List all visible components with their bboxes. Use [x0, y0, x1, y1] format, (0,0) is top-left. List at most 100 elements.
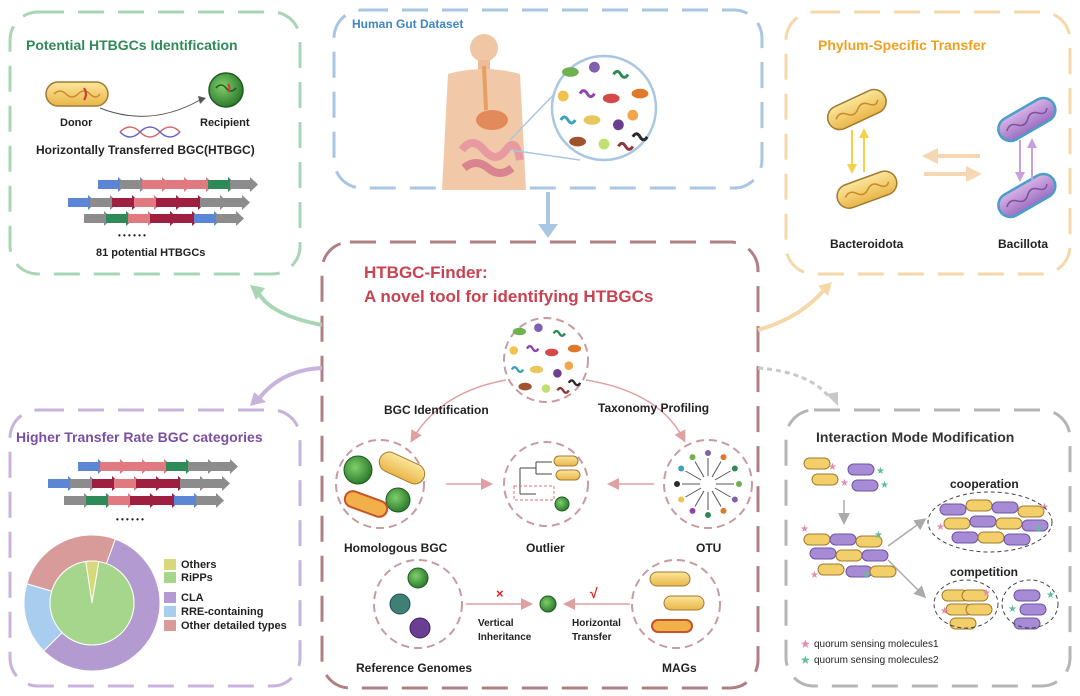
mags-bacteria: [649, 571, 705, 633]
legend-label: RRE-containing: [181, 606, 264, 618]
bacterium-purple: [809, 547, 837, 560]
microbe: [564, 361, 574, 370]
quorum-star-icon: ★: [862, 570, 871, 581]
microbe: [613, 119, 624, 131]
otu-leaf: [731, 465, 738, 472]
arrow-finder-to-categories: [256, 366, 323, 402]
gene-arrow: [186, 177, 214, 192]
outlier-highlight: [513, 485, 555, 501]
donor-label: Donor: [60, 117, 93, 129]
gene-arrow: [178, 195, 206, 210]
gene-arrow: [68, 195, 96, 210]
gene-arrow: [156, 195, 184, 210]
tree-branch: [685, 487, 702, 498]
bacterium-yellow: [803, 533, 831, 546]
horizontal-check-mark: √: [590, 585, 598, 601]
interaction-illustration: ★★★★★★★★★★★★★★★: [800, 457, 1055, 630]
horizontal-transfer-line1: Horizontal: [572, 618, 621, 629]
bacterium-purple: [951, 531, 979, 544]
gene-arrow: [230, 177, 258, 192]
gene-cluster-rows: [68, 177, 258, 226]
microbe: [617, 141, 635, 151]
gene-arrow: [130, 493, 158, 508]
quorum-star-icon: ★: [800, 524, 809, 535]
potential-count-label: 81 potential HTBGCs: [96, 247, 205, 259]
microbe: [534, 323, 543, 332]
bacterium-purple: [1013, 617, 1041, 630]
arrow-to-competition: [887, 559, 927, 599]
bgc-identification-label: BGC Identification: [384, 403, 489, 417]
outlier-circle: [503, 441, 589, 527]
gene-arrow: [196, 493, 224, 508]
gene-arrow: [194, 211, 222, 226]
microbe: [627, 109, 639, 121]
gene-arrow: [210, 459, 238, 474]
recipient-cell: [208, 72, 244, 108]
microbe: [552, 329, 567, 337]
microbe: [578, 89, 596, 99]
bacteroidota-label: Bacteroidota: [830, 237, 904, 251]
gene-arrow: [78, 459, 106, 474]
categories-title: Higher Transfer Rate BGC categories: [16, 429, 263, 445]
finder-microbiome-circle: [503, 317, 589, 403]
quorum-star-icon: ★: [940, 606, 949, 617]
gene-arrow: [158, 476, 186, 491]
cooperation-ellipse: [927, 491, 1053, 553]
outlier-tree: [519, 461, 552, 495]
otu-leaf: [736, 481, 742, 487]
donor-to-recipient-arrow-head: [198, 96, 206, 104]
gene-arrow: [120, 177, 148, 192]
bacterium-purple: [1013, 589, 1041, 602]
microbe: [589, 61, 600, 73]
bacterium-purple: [969, 515, 997, 528]
bacterium-purple: [991, 501, 1019, 514]
bacillota-label: Bacillota: [998, 237, 1048, 251]
bacterium-yellow: [811, 473, 839, 486]
legend-swatch: [164, 559, 176, 570]
bacterium-yellow: [965, 499, 993, 512]
arrow-finder-to-categories-head: [250, 392, 266, 406]
tree-branch: [711, 490, 722, 507]
arrow-to-homologous: [410, 379, 507, 443]
gene-arrow: [122, 459, 150, 474]
tree-branch: [694, 490, 705, 507]
quorum-star-icon: ★: [874, 530, 883, 541]
microbe: [509, 346, 518, 355]
arrow-finder-to-phylum-head: [818, 282, 832, 296]
arrow-finder-to-interaction-head: [826, 392, 838, 406]
quorum-star-icon: ★: [1034, 524, 1043, 535]
microbe: [557, 90, 569, 102]
quorum-star-icon: ★: [810, 570, 819, 581]
homologous-bgc-cells: [343, 451, 426, 518]
quorum-star-icon: ★: [840, 478, 849, 489]
finder-title-line1: HTBGC-Finder:: [364, 263, 488, 282]
gut-title: Human Gut Dataset: [352, 17, 463, 31]
otu-circle: [663, 439, 753, 529]
quorum-star-icon: ★: [1008, 604, 1017, 615]
phylum-panel-frame: [784, 10, 1072, 276]
gene-arrow: [106, 211, 134, 226]
legend-swatch: [164, 572, 176, 583]
bacillota-bacterium-top: [997, 96, 1057, 143]
bacterium-yellow: [817, 563, 845, 576]
otu-leaf: [678, 496, 685, 503]
bacillota-bacterium-bottom: [997, 172, 1057, 219]
bacterium-yellow: [961, 589, 989, 602]
reference-genome-cells: [389, 567, 431, 639]
otu-leaf: [674, 481, 680, 487]
bacterium-yellow: [855, 535, 883, 548]
htbgc-label: Horizontally Transferred BGC(HTBGC): [36, 143, 255, 157]
competition-right-ellipse: [1001, 579, 1059, 629]
bacterium-yellow: [1017, 505, 1045, 518]
arrow-finder-to-potential-head: [250, 285, 265, 300]
legend-swatch: [164, 606, 176, 617]
gene-arrow: [48, 476, 76, 491]
bacterium-yellow: [869, 565, 897, 578]
microbe: [518, 382, 532, 391]
quorum-star-icon: ★: [936, 522, 945, 533]
gene-arrow: [188, 459, 216, 474]
legend-label: CLA: [181, 592, 204, 604]
bacteroidota-arrow-down-head: [847, 164, 857, 174]
donor-to-recipient-arrow: [99, 99, 201, 117]
microbe: [525, 345, 540, 353]
